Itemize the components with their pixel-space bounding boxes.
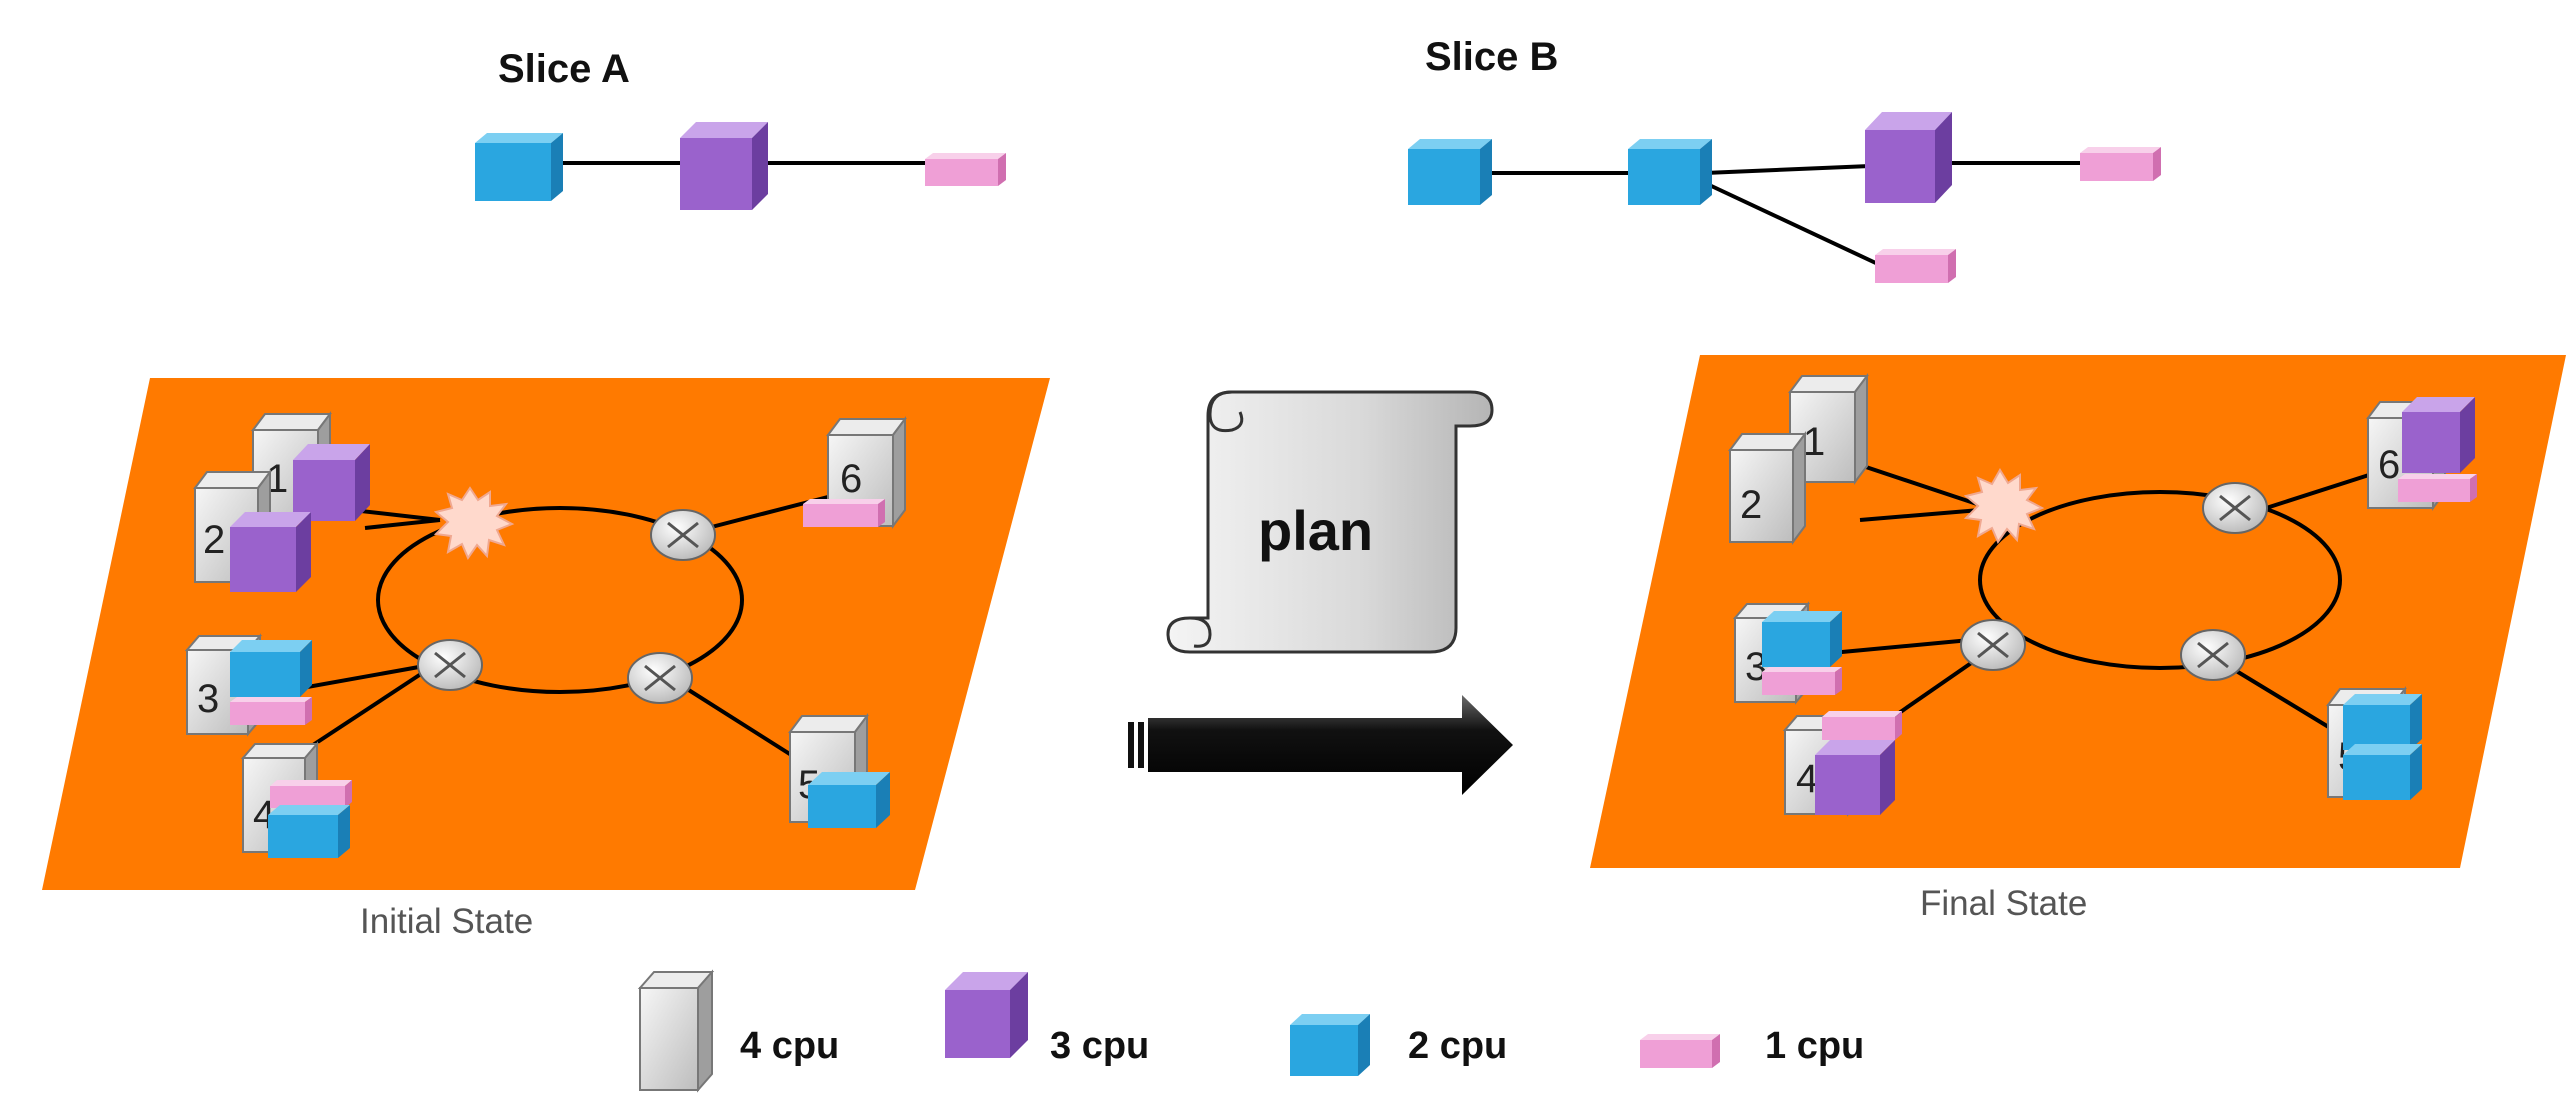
server-number: 6 — [2378, 443, 2400, 487]
legend-4cpu-swatch — [637, 969, 715, 1093]
vm-2cpu — [268, 805, 350, 858]
slice-a: Slice A — [475, 47, 1006, 210]
transition-arrow-icon — [1128, 695, 1513, 795]
slice-b-links — [1480, 161, 2085, 267]
slice-b-vm-3cpu — [1865, 112, 1952, 203]
server-number: 3 — [1745, 645, 1767, 689]
switch-icon — [2202, 482, 2268, 534]
switch-icon — [1960, 619, 2026, 671]
legend-3cpu-swatch — [945, 972, 1028, 1058]
initial-state-platform: 1 2 3 — [42, 378, 1050, 941]
vm-1cpu — [2398, 474, 2477, 502]
legend-4cpu-label: 4 cpu — [740, 1025, 839, 1067]
plan-scroll-icon: plan — [1166, 390, 1494, 654]
slice-a-vm-1cpu — [925, 153, 1006, 186]
server-number: 4 — [1796, 757, 1818, 801]
slice-b-vm-2cpu-b — [1628, 139, 1712, 205]
server-number: 2 — [1740, 483, 1762, 527]
server-number: 6 — [840, 457, 862, 501]
vm-1cpu — [230, 697, 312, 725]
vm-2cpu — [1762, 611, 1842, 667]
legend-2cpu-label: 2 cpu — [1408, 1025, 1507, 1067]
vm-1cpu — [1822, 711, 1902, 740]
server-2: 2 — [1728, 431, 1807, 545]
slice-b-vm-1cpu-b — [1875, 249, 1956, 283]
vm-1cpu — [803, 499, 885, 527]
vm-1cpu — [270, 780, 352, 808]
slice-b: Slice B — [1408, 35, 2161, 283]
switch-icon — [417, 639, 483, 691]
vm-3cpu — [1815, 740, 1895, 815]
switch-icon — [627, 652, 693, 704]
failure-burst-icon — [433, 486, 515, 561]
slice-b-vm-1cpu-a — [2080, 147, 2161, 181]
plan-label: plan — [1258, 499, 1373, 562]
vm-2cpu — [808, 772, 890, 828]
vm-3cpu — [230, 512, 311, 592]
vm-1cpu — [1762, 667, 1842, 695]
legend-1cpu-swatch — [1640, 1034, 1720, 1068]
server-number: 3 — [197, 677, 219, 721]
final-state-platform: 1 2 3 4 — [1590, 355, 2566, 923]
slice-a-vm-2cpu — [475, 133, 563, 201]
vm-2cpu — [2343, 694, 2422, 750]
server-number: 1 — [1803, 420, 1825, 464]
server-number: 2 — [203, 518, 225, 562]
vm-2cpu — [2343, 744, 2422, 800]
initial-state-label: Initial State — [360, 902, 533, 941]
server-number: 1 — [266, 457, 288, 501]
slice-b-title: Slice B — [1425, 35, 1558, 79]
slice-a-title: Slice A — [498, 47, 630, 91]
slice-a-vm-3cpu — [680, 122, 768, 210]
legend-1cpu-label: 1 cpu — [1765, 1025, 1864, 1067]
vm-2cpu — [230, 640, 312, 697]
final-state-label: Final State — [1920, 884, 2087, 923]
legend-3cpu-label: 3 cpu — [1050, 1025, 1149, 1067]
legend: 4 cpu 3 cpu 2 cpu 1 cpu — [637, 969, 1864, 1093]
vm-3cpu — [293, 444, 370, 521]
failure-burst-icon — [1963, 468, 2045, 545]
switch-icon — [2180, 629, 2246, 681]
vm-3cpu — [2402, 397, 2475, 473]
slice-b-vm-2cpu-a — [1408, 139, 1492, 205]
switch-icon — [650, 509, 716, 561]
legend-2cpu-swatch — [1290, 1014, 1370, 1076]
